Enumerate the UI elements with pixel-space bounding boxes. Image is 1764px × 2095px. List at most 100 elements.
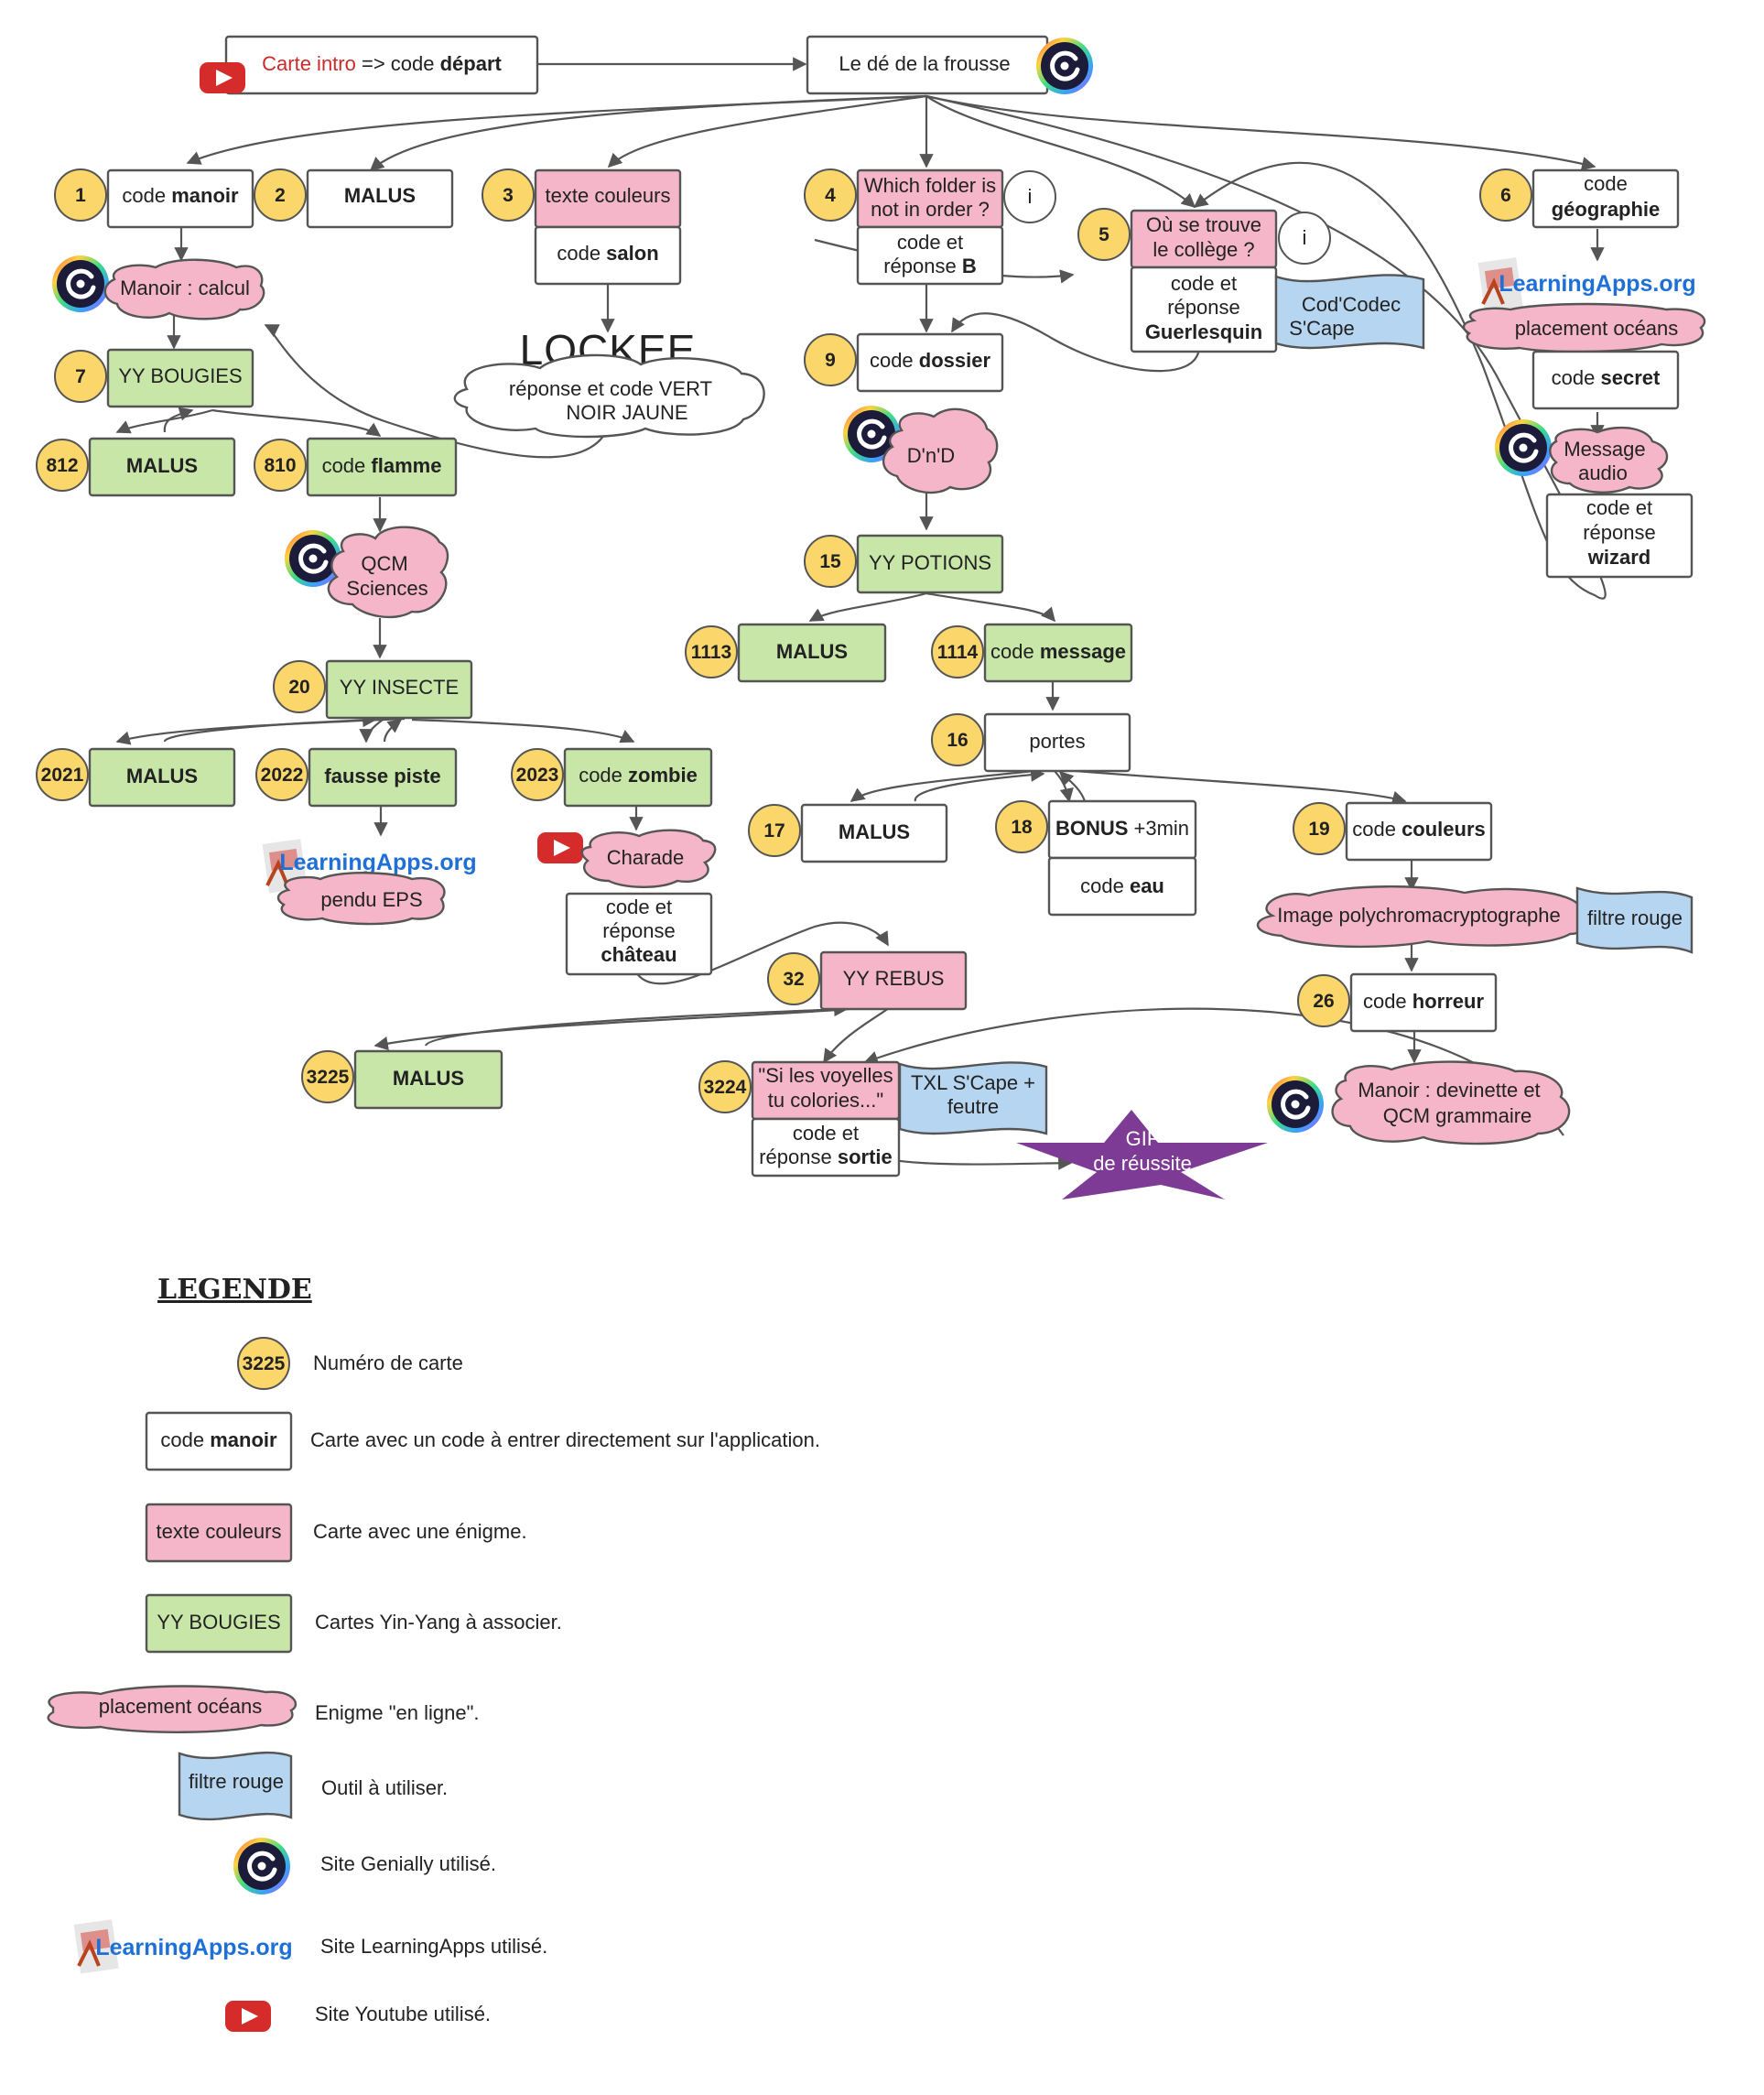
code-manoir-card[interactable]: code manoir [106, 168, 254, 229]
svg-text:Which folder is: Which folder is [864, 174, 996, 197]
svg-text:réponse: réponse [1167, 296, 1240, 319]
svg-text:LearningApps.org: LearningApps.org [95, 1935, 292, 1960]
svg-text:D'n'D: D'n'D [907, 444, 955, 467]
info-button[interactable]: i [1278, 212, 1331, 265]
svg-text:code dossier: code dossier [870, 349, 991, 372]
svg-text:3225: 3225 [243, 1353, 286, 1374]
chateau-code-card[interactable]: code et réponse château [565, 892, 713, 976]
card-number-badge [36, 748, 89, 801]
card-number-badge [36, 439, 89, 492]
filtre-rouge-tool[interactable]: filtre rouge [1575, 886, 1694, 954]
codcodec-tool[interactable]: Cod'Codec S'Cape [1274, 274, 1425, 350]
svg-text:pendu EPS: pendu EPS [320, 888, 422, 911]
genially-icon[interactable] [1036, 38, 1093, 94]
card-number-badge [685, 625, 738, 678]
svg-text:17: 17 [763, 820, 785, 841]
svg-text:château: château [601, 943, 676, 966]
svg-text:fausse piste: fausse piste [324, 765, 440, 787]
yy-insecte-card[interactable]: YY INSECTE [325, 659, 473, 720]
svg-text:tu colories...": tu colories..." [768, 1089, 883, 1112]
card-number-badge [273, 660, 326, 713]
svg-text:placement océans: placement océans [1515, 317, 1679, 340]
svg-text:texte couleurs: texte couleurs [546, 184, 671, 207]
code-horreur-card[interactable]: code horreur [1349, 972, 1498, 1033]
qcm-sciences-online-enigma[interactable]: QCM Sciences [327, 526, 449, 619]
malus-card[interactable]: MALUS [800, 803, 948, 863]
legend-badge-sample [237, 1337, 290, 1390]
card-number-badge [1479, 168, 1532, 222]
yy-rebus-card[interactable]: YY REBUS [819, 950, 968, 1011]
code-couleurs-card[interactable]: code couleurs [1345, 801, 1493, 862]
which-folder-card[interactable]: Which folder is not in order ? code et r… [856, 168, 1004, 286]
code-message-card[interactable]: code message [983, 623, 1133, 683]
legend-enigma-card-sample [145, 1503, 293, 1563]
svg-text:9: 9 [825, 350, 836, 371]
youtube-icon[interactable] [537, 832, 583, 863]
learningapps-logo[interactable]: LearningApps.org [260, 837, 477, 896]
svg-text:MALUS: MALUS [776, 640, 848, 663]
manoir-devinette-online-enigma[interactable]: Manoir : devinette et QCM grammaire [1331, 1060, 1571, 1145]
wizard-code-card[interactable]: code et réponse wizard [1545, 493, 1694, 579]
card-number-badge [995, 800, 1048, 853]
placement-oceans-online-enigma[interactable]: placement océans [1462, 302, 1706, 353]
learningapps-logo[interactable]: LearningApps.org [1476, 255, 1696, 314]
genially-icon[interactable] [1495, 419, 1552, 476]
genially-icon[interactable] [52, 255, 109, 312]
svg-text:réponse: réponse [602, 919, 676, 942]
dnd-online-enigma[interactable]: D'n'D [882, 407, 999, 494]
legend-text: Carte avec un code à entrer directement … [310, 1428, 820, 1451]
info-icon: i [1028, 185, 1033, 208]
svg-text:NOIR JAUNE: NOIR JAUNE [566, 401, 687, 424]
yy-bougies-card[interactable]: YY BOUGIES [106, 348, 254, 408]
malus-card[interactable]: MALUS [353, 1049, 503, 1110]
svg-text:QCM grammaire: QCM grammaire [1383, 1104, 1532, 1127]
genially-icon[interactable] [1267, 1076, 1324, 1133]
si-les-voyelles-card[interactable]: "Si les voyelles tu colories..." code et… [751, 1060, 901, 1178]
code-zombie-card[interactable]: code zombie [563, 747, 713, 808]
malus-card[interactable]: MALUS [88, 437, 236, 497]
intro-card[interactable]: Carte intro => code départ [224, 35, 539, 95]
charade-online-enigma[interactable]: Charade [580, 829, 717, 888]
lockee-site[interactable]: LOCKEE réponse et code VERT NOIR JAUNE [453, 326, 765, 439]
svg-text:not in order ?: not in order ? [871, 198, 990, 221]
svg-text:Guerlesquin: Guerlesquin [1145, 320, 1262, 343]
svg-text:1113: 1113 [691, 642, 731, 663]
texte-couleurs-card[interactable]: texte couleurs code salon [534, 168, 682, 286]
code-secret-card[interactable]: code secret [1531, 350, 1680, 410]
svg-text:812: 812 [46, 455, 78, 476]
malus-card[interactable]: MALUS [737, 623, 887, 683]
code-flamme-card[interactable]: code flamme [306, 437, 458, 497]
message-audio-online-enigma[interactable]: Message audio [1549, 426, 1669, 494]
image-polychromacryptographe-online-enigma[interactable]: Image polychromacryptographe [1256, 885, 1590, 949]
legend: LEGENDE 3225 Numéro de carte code manoir… [47, 1274, 820, 2032]
fausse-piste-card[interactable]: fausse piste [308, 747, 458, 808]
youtube-icon[interactable] [200, 62, 245, 93]
code-geographie-card[interactable]: code géographie [1531, 168, 1680, 229]
svg-text:code et: code et [1171, 272, 1237, 295]
svg-text:18: 18 [1011, 817, 1033, 838]
txl-scape-tool[interactable]: TXL S'Cape + feutre [898, 1061, 1048, 1135]
manoir-calcul-online-enigma[interactable]: Manoir : calcul [103, 258, 265, 320]
card-number-badge [255, 748, 308, 801]
malus-card[interactable]: MALUS [306, 168, 454, 229]
ou-se-trouve-college-card[interactable]: Où se trouve le collège ? code et répons… [1130, 209, 1278, 353]
svg-text:16: 16 [947, 730, 968, 751]
yy-potions-card[interactable]: YY POTIONS [856, 534, 1004, 594]
info-button[interactable]: i [1003, 170, 1056, 223]
card-number-badge [301, 1050, 354, 1103]
svg-text:YY REBUS: YY REBUS [843, 967, 945, 990]
legend-text: Numéro de carte [313, 1351, 463, 1374]
svg-text:1: 1 [75, 185, 86, 206]
code-dossier-card[interactable]: code dossier [856, 332, 1004, 393]
pendu-eps-online-enigma[interactable]: pendu EPS [276, 872, 446, 926]
card-number-badge [804, 535, 857, 588]
gif-reussite-star[interactable]: GIF de réussite [1016, 1110, 1268, 1199]
svg-text:texte couleurs: texte couleurs [157, 1520, 282, 1543]
de-frousse-card[interactable]: Le dé de la frousse [806, 35, 1049, 95]
bonus-card[interactable]: BONUS +3min code eau [1047, 799, 1197, 917]
svg-text:15: 15 [819, 551, 841, 572]
svg-text:filtre rouge: filtre rouge [1587, 906, 1683, 929]
portes-card[interactable]: portes [983, 712, 1131, 773]
malus-card[interactable]: MALUS [88, 747, 236, 808]
card-number-badge [748, 804, 801, 857]
